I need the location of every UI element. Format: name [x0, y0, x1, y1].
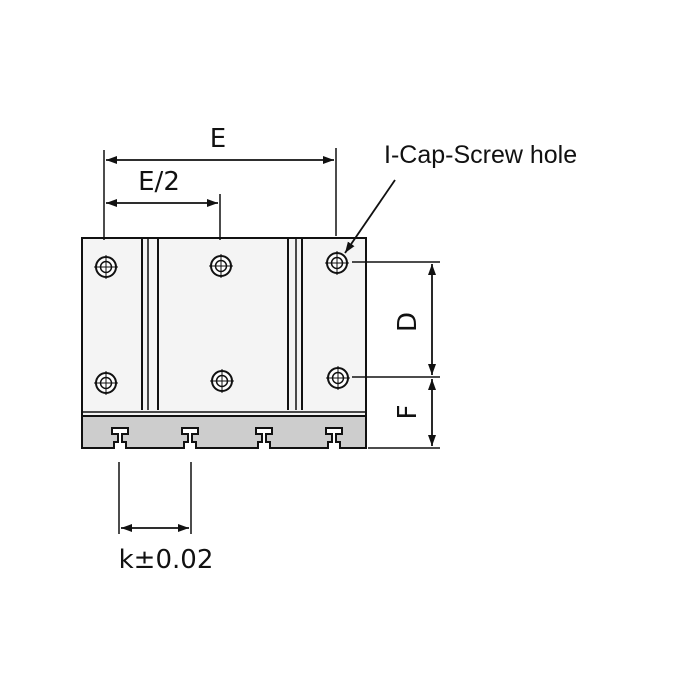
screw-holes	[94, 251, 350, 395]
screw-hole-icon	[210, 369, 234, 393]
screw-hole-icon	[325, 251, 349, 275]
callout-label: I-Cap-Screw hole	[384, 141, 577, 169]
screw-hole-icon	[94, 255, 118, 279]
screw-hole-callout: I-Cap-Screw hole	[344, 141, 577, 254]
base-rail	[81, 415, 367, 449]
dimension-E-half: E/2	[106, 167, 218, 207]
dimension-F-label: F	[393, 405, 423, 420]
dimension-E-half-label: E/2	[138, 167, 180, 197]
dimension-E-label: E	[210, 124, 226, 154]
screw-hole-icon	[94, 371, 118, 395]
dimension-D: D	[393, 264, 436, 375]
screw-hole-icon	[209, 254, 233, 278]
dimension-k: k±0.02	[119, 524, 214, 575]
dimension-F: F	[393, 379, 436, 446]
screw-hole-icon	[326, 366, 350, 390]
dimension-D-label: D	[393, 312, 423, 332]
dimension-E: E	[106, 124, 334, 164]
dimension-k-label: k±0.02	[119, 545, 214, 575]
extension-lines	[103, 148, 440, 534]
